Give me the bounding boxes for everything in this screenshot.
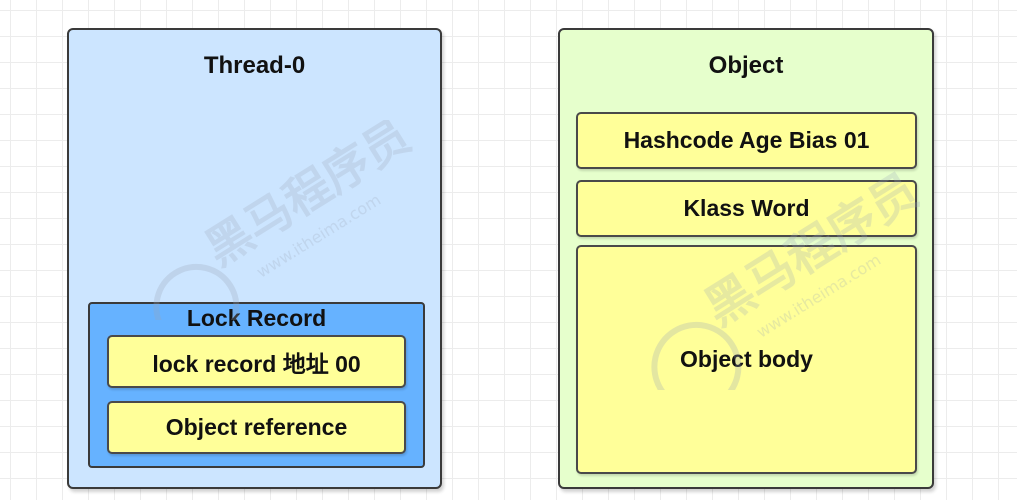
object-body-field: Object body xyxy=(576,245,917,474)
lock-record-title: Lock Record xyxy=(186,305,327,331)
lock-record-address-field: lock record 地址 00 xyxy=(107,335,406,388)
mark-word-field: Hashcode Age Bias 01 xyxy=(576,112,917,169)
lock-record-box: Lock Record lock record 地址 00 Object ref… xyxy=(88,302,425,468)
object-title: Object xyxy=(708,52,784,79)
thread-box: Thread-0 Lock Record lock record 地址 00 O… xyxy=(67,28,442,489)
thread-title: Thread-0 xyxy=(203,52,306,79)
klass-word-field: Klass Word xyxy=(576,180,917,237)
object-box: Object Hashcode Age Bias 01 Klass Word O… xyxy=(558,28,934,489)
object-reference-field: Object reference xyxy=(107,401,406,454)
